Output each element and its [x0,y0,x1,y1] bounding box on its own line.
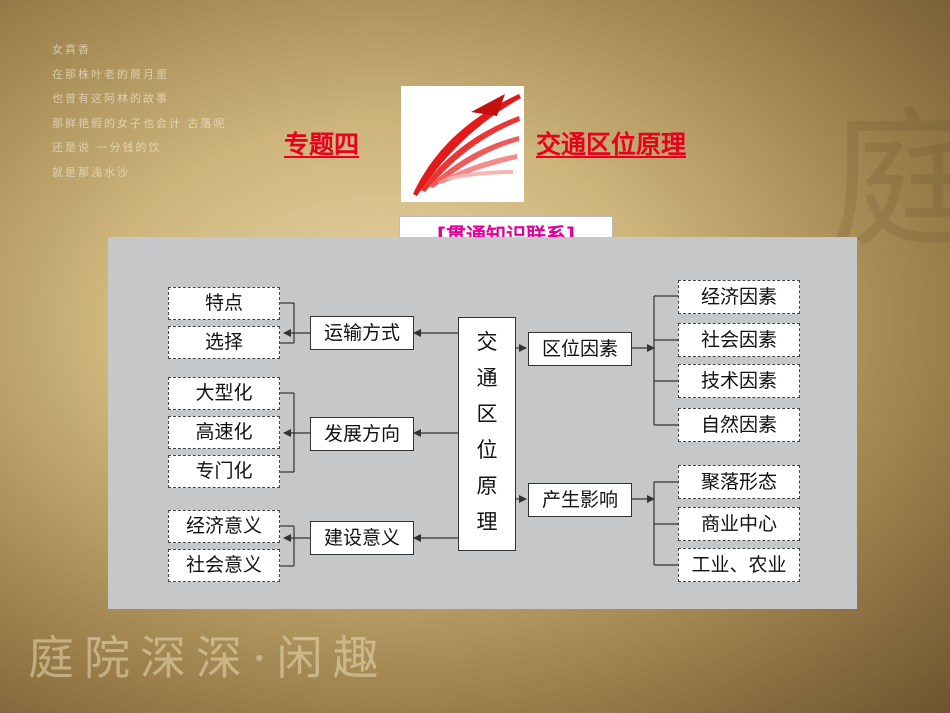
background-calligraphy: 庭院深深·闲趣 [28,631,389,685]
item-industry-agriculture: 工业、农业 [678,548,800,582]
group-location-factors: 区位因素 [528,332,632,366]
swoosh-logo-icon [401,86,524,202]
item-settlement-form: 聚落形态 [678,465,800,499]
item-large-scale: 大型化 [168,377,280,410]
item-choice: 选择 [168,326,280,359]
item-features: 特点 [168,287,280,320]
topic-number: 专题四 [284,130,360,159]
group-transport-mode: 运输方式 [310,316,414,350]
item-commercial-center: 商业中心 [678,507,800,541]
diagram-connectors [280,295,678,567]
group-construction-significance: 建设意义 [310,521,414,555]
group-impacts: 产生影响 [528,483,632,517]
item-specialized: 专门化 [168,455,280,488]
item-natural-factors: 自然因素 [678,408,800,442]
background-poem: 女真香 在那株叶老的蕨月里 也曾有这阿林的故事 那鲜艳假的女子也会计 古落呢 还… [52,43,227,179]
center-node: 交通区位原理 [458,317,516,551]
item-high-speed: 高速化 [168,416,280,449]
item-social-significance: 社会意义 [168,549,280,582]
knowledge-diagram: 交通区位原理 运输方式 特点 选择 发展方向 大型化 高速化 专门化 建设意义 … [108,237,857,609]
group-development-direction: 发展方向 [310,417,414,451]
item-economic-significance: 经济意义 [168,510,280,543]
item-economic-factors: 经济因素 [678,280,800,314]
item-social-factors: 社会因素 [678,323,800,357]
topic-title: 交通区位原理 [536,130,687,159]
item-technical-factors: 技术因素 [678,364,800,398]
